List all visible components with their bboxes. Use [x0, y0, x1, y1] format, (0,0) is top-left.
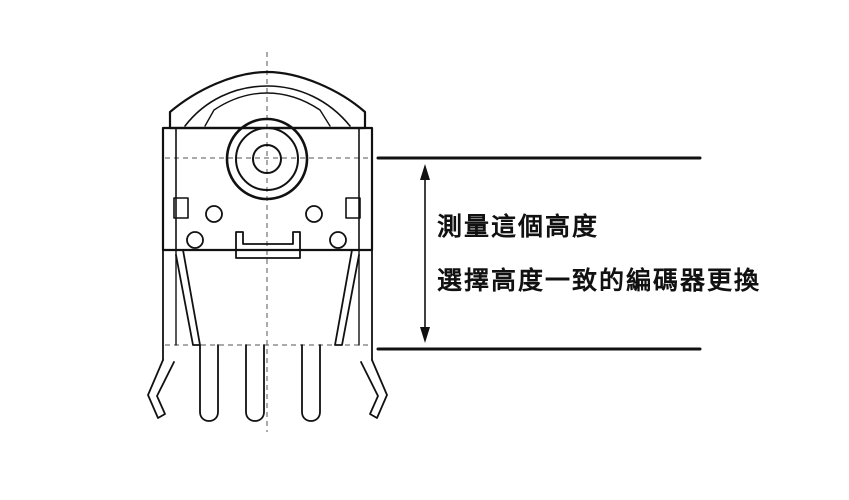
mounting-holes [186, 205, 347, 249]
caption-measure-height: 測量這個高度 [437, 212, 600, 241]
shaft [225, 117, 309, 201]
caption-select-same-height: 選擇高度一致的編碼器更換 [437, 266, 762, 295]
height-arrow [420, 164, 430, 343]
side-legs [175, 249, 360, 346]
center-clip [235, 231, 301, 259]
pins [199, 344, 321, 422]
support-legs [147, 359, 388, 419]
